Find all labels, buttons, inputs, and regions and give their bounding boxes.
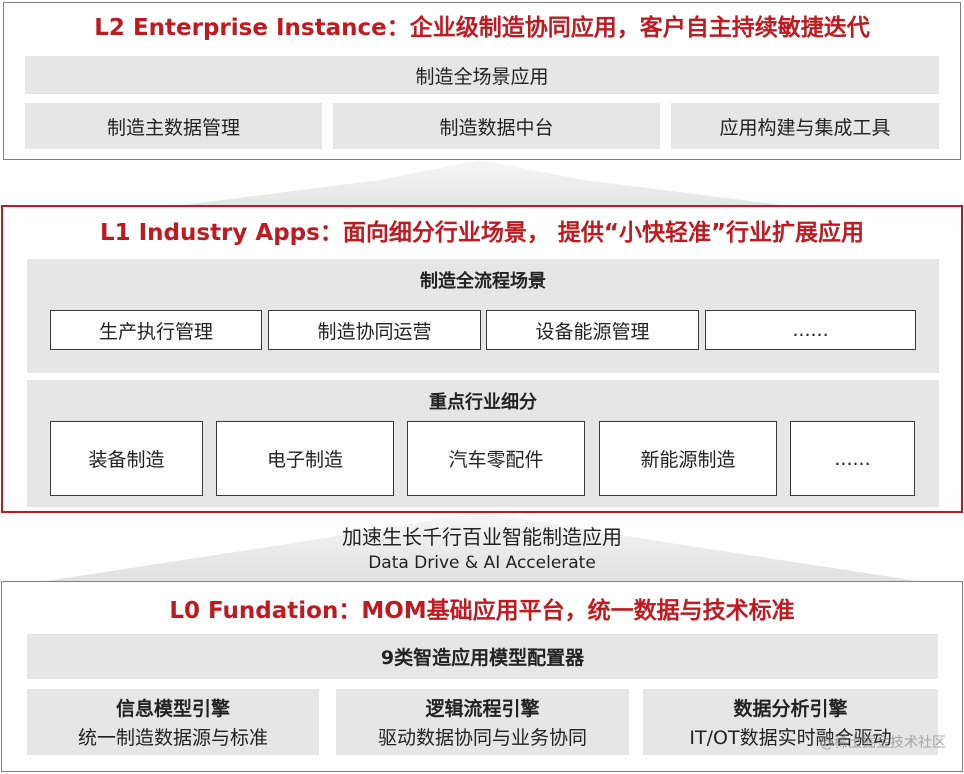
l0-foundation-panel: L0 Fundation：MOM基础应用平台，统一数据与技术标准 9类智造应用模… xyxy=(1,581,963,772)
l1-title: L1 Industry Apps：面向细分行业场景， 提供“小快轻准”行业扩展应… xyxy=(99,220,865,246)
l2-full-scene-box: 制造全场景应用 xyxy=(25,56,939,94)
process-item-production: 生产执行管理 xyxy=(50,310,262,350)
l2-master-data-box: 制造主数据管理 xyxy=(25,103,322,149)
engine-title: 逻辑流程引擎 xyxy=(425,698,540,720)
l2-enterprise-panel: L2 Enterprise Instance：企业级制造协同应用，客户自主持续敏… xyxy=(3,2,961,160)
l2-data-platform-box: 制造数据中台 xyxy=(333,103,660,149)
process-item-collaboration: 制造协同运营 xyxy=(268,310,481,350)
l0-engine-logic-flow: 逻辑流程引擎 驱动数据协同与业务协同 xyxy=(336,689,629,755)
upward-arrow-l1-to-l2 xyxy=(175,160,790,206)
industry-item-equipment: 装备制造 xyxy=(50,421,203,496)
middle-caption-en: Data Drive & AI Accelerate xyxy=(368,553,596,573)
l2-app-tools-box: 应用构建与集成工具 xyxy=(671,103,939,149)
watermark: @稀土掘金技术社区 xyxy=(820,735,946,751)
middle-caption-cn: 加速生长千行百业智能制造应用 xyxy=(342,525,622,549)
l0-engine-info-model: 信息模型引擎 统一制造数据源与标准 xyxy=(27,689,319,755)
l1-process-section: 制造全流程场景 生产执行管理 制造协同运营 设备能源管理 ...... xyxy=(27,259,939,373)
l0-title: L0 Fundation：MOM基础应用平台，统一数据与技术标准 xyxy=(169,598,795,624)
upward-arrow-l0-to-l1 xyxy=(40,512,924,582)
l0-engine-data-analysis: 数据分析引擎 IT/OT数据实时融合驱动 xyxy=(643,689,938,755)
l1-industry-section: 重点行业细分 装备制造 电子制造 汽车零配件 新能源制造 ...... xyxy=(27,380,939,507)
l1-industry-panel: L1 Industry Apps：面向细分行业场景， 提供“小快轻准”行业扩展应… xyxy=(1,205,963,513)
l0-configurator-box: 9类智造应用模型配置器 xyxy=(27,634,938,679)
process-item-more: ...... xyxy=(705,310,916,350)
engine-title: 数据分析引擎 xyxy=(733,698,848,720)
industry-item-new-energy: 新能源制造 xyxy=(599,421,777,496)
l1-industry-title: 重点行业细分 xyxy=(429,392,537,413)
engine-title: 信息模型引擎 xyxy=(115,698,230,720)
l1-process-title: 制造全流程场景 xyxy=(420,271,546,292)
engine-desc: IT/OT数据实时融合驱动 xyxy=(689,727,892,749)
industry-item-more: ...... xyxy=(790,421,915,496)
engine-desc: 统一制造数据源与标准 xyxy=(77,727,268,749)
l2-title: L2 Enterprise Instance：企业级制造协同应用，客户自主持续敏… xyxy=(94,15,870,41)
industry-item-auto-parts: 汽车零配件 xyxy=(407,421,585,496)
engine-desc: 驱动数据协同与业务协同 xyxy=(377,727,587,749)
process-item-equipment-energy: 设备能源管理 xyxy=(486,310,699,350)
industry-item-electronics: 电子制造 xyxy=(216,421,394,496)
